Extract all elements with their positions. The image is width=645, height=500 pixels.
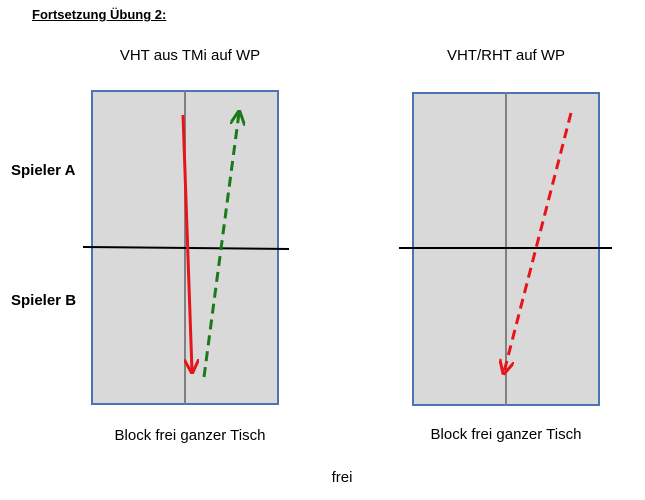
table-left [82,90,290,405]
table-left-net [82,246,290,250]
player-b-label: Spieler B [11,292,77,309]
table-left-arrow-down-icon [181,114,192,371]
table-left-arrow-up-icon [202,113,239,378]
table-right [399,92,612,406]
table-left-title: VHT aus TMi auf WP [119,47,261,64]
player-a-label: Spieler A [11,162,76,179]
footer-note: frei [331,469,353,486]
table-left-caption: Block frei ganzer Tisch [114,427,266,444]
table-right-caption: Block frei ganzer Tisch [430,426,582,443]
table-right-title: VHT/RHT auf WP [446,47,566,64]
page-heading: Fortsetzung Übung 2: [32,7,167,22]
table-right-arrow-down-icon [504,112,573,372]
